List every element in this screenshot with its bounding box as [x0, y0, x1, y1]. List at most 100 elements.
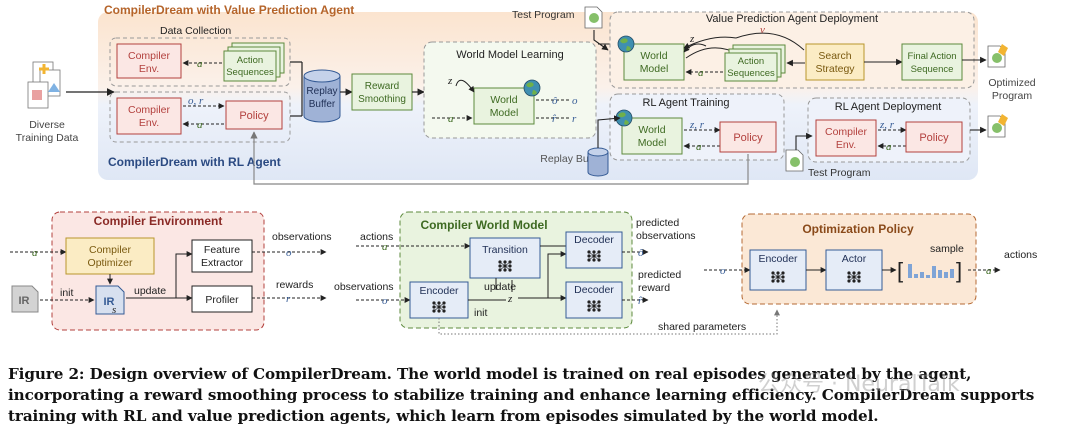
world-model-label: Model [638, 137, 667, 149]
figure-caption: Figure 2: Design overview of CompilerDre… [8, 365, 1035, 425]
action-sequences-label: Action [738, 56, 764, 67]
replay-buffer-label: Buffer [309, 99, 336, 110]
symbol-z-r: z, r [689, 119, 705, 131]
compiler-env-label: Env. [139, 117, 159, 129]
policy-label: Policy [239, 110, 269, 122]
symbol-v: v [760, 24, 765, 36]
world-model-box-rl [621, 117, 683, 155]
test-program-icon-bottom [785, 149, 804, 172]
replay-buffer-cylinder [303, 69, 341, 123]
encoder-box-policy [749, 249, 807, 291]
decoder-nn-icon-reward [587, 300, 601, 312]
final-action-sequence-label: Final Action [907, 51, 956, 62]
action-sequences-label: Sequences [226, 67, 274, 78]
symbol-o: o [382, 295, 388, 307]
decoder-label-reward: Decoder [574, 284, 614, 296]
encoder-label-wm: Encoder [419, 285, 459, 297]
update-label-wm: update [484, 281, 516, 293]
encoder-nn-icon-wm [432, 301, 446, 313]
init-label-wm: init [474, 307, 488, 319]
actor-label: Actor [842, 253, 867, 265]
symbol-r: r [572, 113, 577, 125]
decoder-box-obs [565, 231, 623, 269]
actor-nn-icon [847, 271, 861, 283]
symbol-z-r: z, r [879, 119, 895, 131]
action-distribution-icon: [ ] [897, 258, 962, 283]
symbol-r-hat: r̂ [638, 295, 643, 307]
ir-label-inner: IR [104, 296, 115, 308]
symbol-a: a [448, 113, 454, 125]
world-model-learning-title: World Model Learning [456, 49, 563, 61]
transition-nn-icon [498, 260, 512, 272]
design-overview-diagram: CompilerDream with Value Prediction Agen… [10, 3, 1037, 335]
profiler-box [191, 285, 253, 313]
symbol-a: a [886, 141, 892, 153]
world-model-box-learning [473, 87, 535, 125]
policy-box-rl-training [719, 121, 777, 153]
profiler-label: Profiler [205, 294, 239, 306]
decoder-nn-icon-obs [587, 250, 601, 262]
symbol-o: o [720, 265, 726, 277]
compiler-env-box-rl [116, 97, 182, 135]
compiler-world-model-title: Compiler World Model [420, 218, 547, 232]
compiler-env-label: Env. [139, 63, 159, 75]
update-label-env: update [134, 285, 166, 297]
predicted-reward-label: reward [638, 282, 670, 294]
diverse-training-data-line1: Diverse [29, 119, 65, 131]
compiler-env-label: Compiler [128, 50, 171, 62]
optimization-policy-title: Optimization Policy [802, 222, 914, 236]
search-strategy-box [805, 43, 865, 81]
encoder-nn-icon-policy [771, 271, 785, 283]
optimized-program-label: Optimized [988, 77, 1035, 89]
symbol-a: a [197, 119, 203, 131]
symbol-z: z [507, 293, 513, 305]
compiler-optimizer-label: Compiler [89, 244, 132, 256]
policy-label: Policy [919, 132, 949, 144]
vp-deployment-title: Value Prediction Agent Deployment [706, 13, 878, 25]
symbol-o: o [572, 95, 578, 107]
ir-doc-icon-outer: IR [11, 285, 39, 313]
policy-feedback-line [250, 131, 749, 185]
encoder-label-policy: Encoder [758, 253, 798, 265]
svg-text:[: [ [897, 258, 903, 283]
test-program-icon-top [584, 6, 603, 29]
predicted-observations-label: predicted [636, 217, 679, 229]
diverse-training-data-line2: Training Data [16, 132, 79, 144]
action-sequences-box-vp [724, 52, 778, 82]
transition-label: Transition [482, 244, 528, 256]
predicted-observations-label: observations [636, 230, 696, 242]
symbol-o-hat: ô [638, 247, 644, 259]
compiler-env-label: Env. [836, 139, 856, 151]
replay-buffer-small-cylinder [587, 147, 609, 177]
symbol-a: a [986, 265, 992, 277]
decoder-label-obs: Decoder [574, 234, 614, 246]
policy-box-deploy [905, 121, 963, 153]
predicted-reward-label: predicted [638, 269, 681, 281]
data-collection-label: Data Collection [160, 25, 231, 37]
feature-extractor-label: Extractor [201, 257, 244, 269]
symbol-s: s [112, 304, 116, 316]
ir-label-outer: IR [19, 295, 30, 307]
policy-label: Policy [733, 132, 763, 144]
symbol-o: o [286, 247, 292, 259]
rewards-label-env: rewards [276, 279, 313, 291]
compiler-environment-title: Compiler Environment [94, 214, 223, 228]
symbol-a: a [32, 247, 38, 259]
data-collection-box [109, 37, 291, 87]
vp-deployment-box [609, 11, 975, 89]
world-model-label: World [638, 124, 665, 136]
symbol-o-r: o, r [188, 95, 204, 107]
value-agent-title: CompilerDream with Value Prediction Agen… [104, 3, 354, 17]
feature-extractor-box [191, 239, 253, 273]
actions-label-policy: actions [1004, 249, 1037, 261]
feature-extractor-label: Feature [204, 244, 240, 256]
rl-agent-training-title: RL Agent Training [642, 97, 729, 109]
shared-parameters-line [438, 309, 780, 335]
rl-agent-deployment-title: RL Agent Deployment [835, 101, 942, 113]
symbol-z: z [689, 33, 695, 45]
actions-label-wm: actions [360, 231, 393, 243]
observations-label-wm: observations [334, 281, 394, 293]
compiler-optimizer-label: Optimizer [88, 257, 133, 269]
policy-box-rl [225, 100, 283, 130]
symbol-r: r [286, 293, 291, 305]
